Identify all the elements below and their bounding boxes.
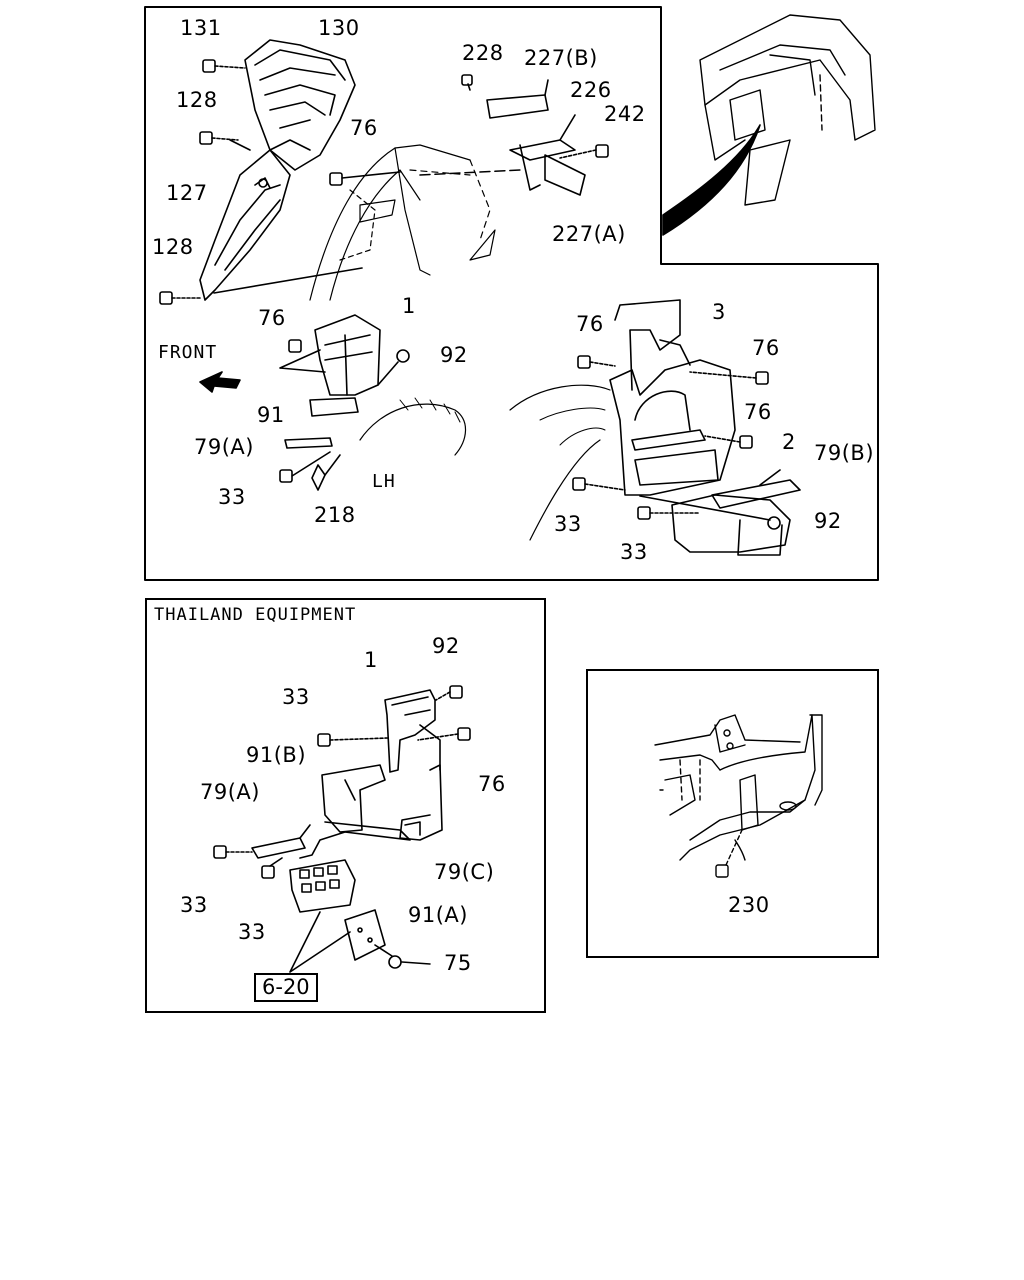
thai-bracket-1	[384, 689, 441, 773]
thailand-panel	[145, 598, 546, 1013]
front-inner-fender	[199, 149, 291, 301]
cab-body-outline	[309, 144, 496, 301]
rh-body	[529, 439, 601, 541]
label-128-top: 128	[176, 88, 218, 112]
bracket-226	[509, 114, 576, 191]
thai-label-92: 92	[432, 634, 460, 658]
mudflap-1	[309, 314, 381, 417]
label-1: 1	[402, 294, 416, 318]
label-76-rh-mid: 76	[744, 400, 772, 424]
label-227a: 227(A)	[552, 222, 626, 246]
detail-bolt-230	[715, 864, 729, 878]
inset-swoosh	[662, 124, 761, 236]
detail-panel	[586, 669, 879, 958]
bolt-242	[595, 144, 609, 158]
cab-inset	[699, 14, 876, 206]
clip-218	[311, 464, 326, 491]
label-130: 130	[318, 16, 360, 40]
bolt-128-bottom	[159, 291, 201, 305]
label-227b: 227(B)	[524, 46, 598, 70]
thai-bolt-33-mid	[261, 865, 275, 879]
thai-label-79c: 79(C)	[434, 860, 495, 884]
mudflap-2	[671, 479, 801, 556]
label-33-rh-bottom: 33	[620, 540, 648, 564]
front-label: FRONT	[158, 342, 218, 363]
label-33-lh: 33	[218, 485, 246, 509]
label-92-lh: 92	[440, 343, 468, 367]
side-label-lh: LH	[372, 471, 396, 492]
main-panel-outline	[144, 6, 879, 581]
thai-label-91b: 91(B)	[246, 743, 307, 767]
label-3: 3	[712, 300, 726, 324]
label-242: 242	[604, 102, 646, 126]
nut-92-lh	[396, 349, 410, 363]
label-76-upper: 76	[350, 116, 378, 140]
label-2: 2	[782, 430, 796, 454]
detail-label-230: 230	[728, 893, 770, 917]
thai-label-91a: 91(A)	[408, 903, 468, 927]
nut-92-rh	[767, 516, 781, 530]
splash-guard-3	[609, 299, 736, 496]
bolt-76-lh	[288, 339, 302, 353]
label-228: 228	[462, 41, 504, 65]
label-128-bottom: 128	[152, 235, 194, 259]
bolt-128-top	[199, 131, 239, 145]
label-91: 91	[257, 403, 285, 427]
label-76-rh-right: 76	[752, 336, 780, 360]
bolt-131	[202, 59, 246, 73]
label-218: 218	[314, 503, 356, 527]
front-arrow	[199, 371, 241, 393]
label-79b: 79(B)	[814, 441, 875, 465]
label-127: 127	[166, 181, 208, 205]
thai-bracket-91a	[344, 909, 386, 961]
thai-label-75: 75	[444, 951, 472, 975]
thai-bracket-79a	[251, 824, 311, 859]
thai-label-33-left: 33	[180, 893, 208, 917]
label-92-rh: 92	[814, 509, 842, 533]
label-76-rh-left: 76	[576, 312, 604, 336]
thai-label-79a: 79(A)	[200, 780, 260, 804]
bolt-228	[461, 74, 473, 86]
label-76-lh: 76	[258, 306, 286, 330]
label-131: 131	[180, 16, 222, 40]
thailand-title: THAILAND EQUIPMENT	[154, 605, 357, 625]
label-79a: 79(A)	[194, 435, 254, 459]
thai-label-76: 76	[478, 772, 506, 796]
thai-bracket-79c	[399, 764, 443, 841]
bracket-227a	[544, 154, 586, 196]
thai-relay-block	[289, 859, 356, 913]
bracket-79a	[284, 437, 333, 449]
thai-bracket-91b	[321, 764, 386, 833]
bolt-76-upper	[329, 171, 401, 186]
rear-inner-fender	[244, 39, 356, 171]
thai-label-33-top: 33	[282, 685, 310, 709]
tyre-lh	[359, 403, 467, 456]
thai-label-1: 1	[364, 648, 378, 672]
reference-box-6-20[interactable]: 6-20	[254, 973, 318, 1003]
label-33-rh-top: 33	[554, 512, 582, 536]
thai-label-33-mid: 33	[238, 920, 266, 944]
bracket-227b	[486, 79, 549, 119]
thai-clip-75	[388, 955, 402, 969]
label-226: 226	[570, 78, 612, 102]
